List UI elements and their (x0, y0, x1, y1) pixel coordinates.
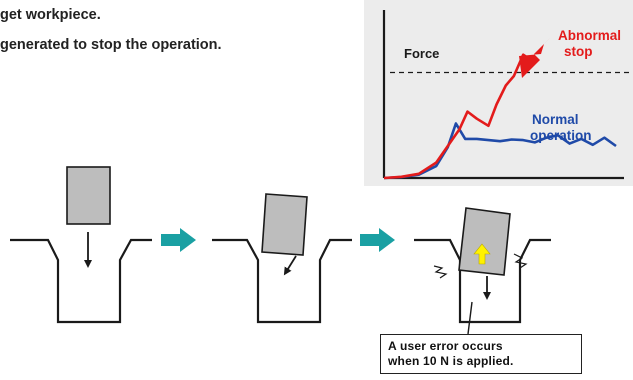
diagonal-arrow-icon (283, 255, 297, 276)
spark-icon (513, 253, 528, 269)
callout-line-1: A user error occurs (388, 339, 503, 353)
abnormal-stop-arrow-icon (519, 38, 550, 78)
force-chart: Force Abnormal stop Normal operation (382, 10, 630, 180)
die-outline (212, 238, 352, 324)
series-line-abnormal-stop (383, 53, 531, 180)
stage-2-tilted-insert (212, 193, 352, 324)
spark-icon (433, 265, 448, 279)
workpiece (458, 207, 511, 276)
normal-operation-label-line-1: Normal (532, 112, 579, 127)
callout-leader-line (467, 301, 473, 335)
workpiece (66, 166, 111, 225)
stage-3-jammed-workpiece (414, 207, 551, 335)
abnormal-stop-label-line-1: Abnormal (558, 28, 621, 43)
y-axis-label: Force (404, 46, 439, 61)
abnormal-stop-label-line-2: stop (564, 44, 593, 59)
stage-1-normal-insert (10, 166, 152, 324)
die-outline (10, 238, 152, 324)
series-line-normal-operation (383, 122, 617, 180)
normal-operation-label-line-2: operation (530, 128, 592, 143)
process-arrow-icon (360, 228, 395, 252)
process-arrow-icon (161, 228, 196, 252)
workpiece (261, 193, 308, 256)
die-outline (414, 238, 551, 324)
up-arrow-icon (473, 243, 491, 265)
force-chart-panel: Force Abnormal stop Normal operation (364, 0, 633, 186)
callout-line-2: when 10 N is applied. (388, 354, 514, 368)
caption-line-1: get workpiece. (0, 7, 101, 23)
caption-line-2: generated to stop the operation. (0, 37, 222, 53)
user-error-callout: A user error occurs when 10 N is applied… (380, 334, 582, 374)
